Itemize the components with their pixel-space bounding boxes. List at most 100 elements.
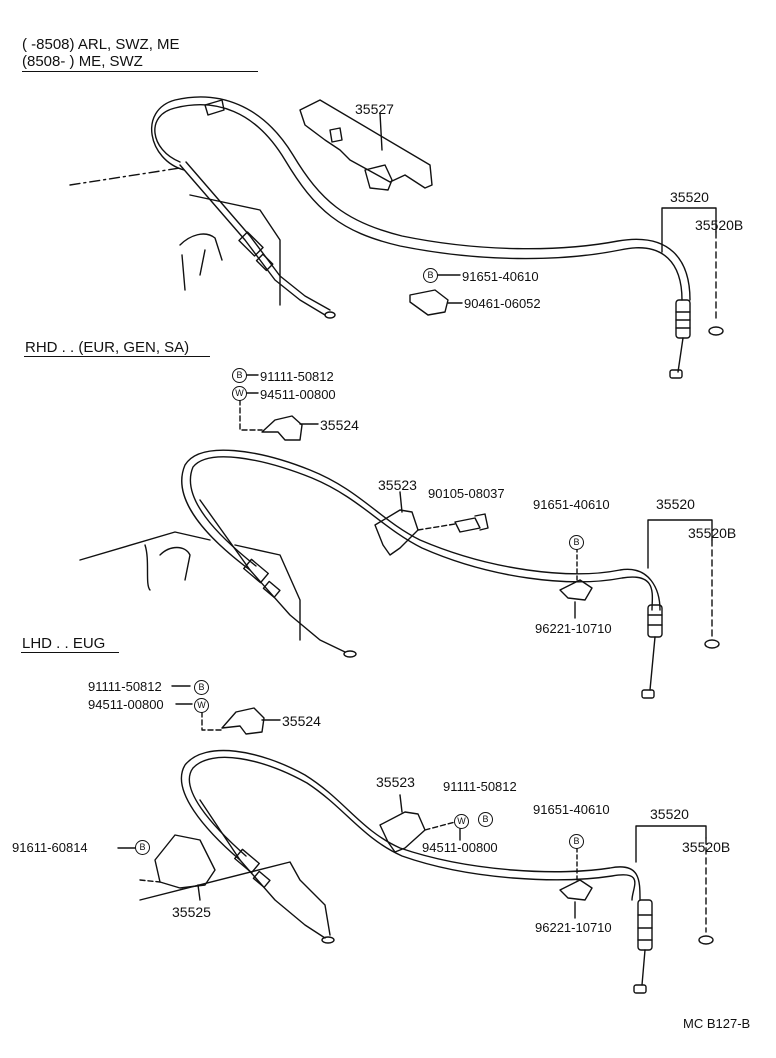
end-fitting-ribs-1 xyxy=(675,311,691,329)
adjuster-2 xyxy=(243,558,269,584)
header-line-2: (8508- ) ME, SWZ xyxy=(22,53,143,70)
end-clevis-2 xyxy=(641,689,655,699)
main-cable-1a xyxy=(154,104,683,301)
label-35520-1: 35520 xyxy=(670,189,709,205)
label-91651-1: 91651-40610 xyxy=(462,269,539,284)
main-cable-3b xyxy=(188,756,636,901)
section1-drawing xyxy=(69,96,724,379)
adjuster-3b xyxy=(252,870,271,889)
bolt-badge-3d: B xyxy=(135,840,150,855)
adjuster-3 xyxy=(234,848,260,874)
leader-bolt-3 xyxy=(201,711,223,731)
label-91111-2: 91111-50812 xyxy=(260,369,334,384)
bolt-dash-3 xyxy=(424,821,456,831)
leader-bolt-2 xyxy=(239,391,263,431)
label-35520b-3: 35520B xyxy=(682,839,731,855)
inner-wire-1b xyxy=(185,161,331,311)
clip-90461 xyxy=(409,289,449,316)
end-rod-3 xyxy=(641,949,646,986)
clip-96221-2 xyxy=(559,579,593,601)
main-cable-1b xyxy=(151,96,691,301)
adjuster-2b xyxy=(262,580,281,599)
bolt-badge-2: B xyxy=(232,368,247,383)
inner-wire-3 xyxy=(199,799,326,939)
bracket-35525-dash xyxy=(139,879,161,883)
inner-wire-1 xyxy=(179,164,326,316)
end-fitting-ribs-2 xyxy=(647,614,663,626)
section-rhd-title: RHD . . (EUR, GEN, SA) xyxy=(25,339,190,356)
bolt-badge-3b: B xyxy=(478,812,493,827)
bracket-35525 xyxy=(154,834,216,889)
label-91651-2: 91651-40610 xyxy=(533,497,610,512)
label-35520b-1: 35520B xyxy=(695,217,744,233)
leader-35520-2 xyxy=(647,519,713,569)
washer-badge-3b: W xyxy=(454,814,469,829)
end-clevis-3 xyxy=(633,984,647,994)
bracket-35527-hole xyxy=(329,127,343,143)
hand-lever-2 xyxy=(159,546,191,581)
body-outline-1b xyxy=(189,194,281,306)
label-35524-3: 35524 xyxy=(282,713,321,729)
bolt-badge-2b: B xyxy=(569,535,584,550)
body-outline-1 xyxy=(69,167,181,186)
leader-35523-2 xyxy=(399,491,403,513)
end-fitting-ribs-3 xyxy=(637,914,653,941)
label-96221-3: 96221-10710 xyxy=(535,920,612,935)
end-rod-2 xyxy=(649,636,656,691)
grommet-2 xyxy=(704,639,720,649)
section-lhd-title: LHD . . EUG xyxy=(22,635,106,652)
label-91111-3b: 91111-50812 xyxy=(443,779,517,794)
label-35523-3: 35523 xyxy=(376,774,415,790)
header-underline xyxy=(22,71,258,72)
adjuster-1b xyxy=(255,253,274,272)
bracket-35527 xyxy=(299,99,433,189)
label-35520b-2: 35520B xyxy=(688,525,737,541)
label-90105: 90105-08037 xyxy=(428,486,505,501)
main-cable-2a xyxy=(181,449,661,611)
body-outline-2b xyxy=(144,544,151,591)
wire-end-1 xyxy=(324,311,336,319)
clamp-35524-2 xyxy=(261,415,303,441)
label-96221-2: 96221-10710 xyxy=(535,621,612,636)
main-cable-3a xyxy=(180,749,641,901)
grommet-3 xyxy=(698,935,714,945)
label-35525: 35525 xyxy=(172,904,211,920)
label-90461: 90461-06052 xyxy=(464,296,541,311)
section-lhd-underline xyxy=(21,652,119,653)
wire-end-3 xyxy=(321,936,335,944)
washer-badge-2: W xyxy=(232,386,247,401)
washer-badge-3a: W xyxy=(194,698,209,713)
leader-35520-3 xyxy=(635,825,707,863)
sheath-1 xyxy=(204,99,225,116)
bolt-badge-3a: B xyxy=(194,680,209,695)
label-35520-2: 35520 xyxy=(656,496,695,512)
leader-35527 xyxy=(379,112,383,151)
bracket-35527-clip xyxy=(364,164,393,191)
label-35524-2: 35524 xyxy=(320,417,359,433)
label-91611: 91611-60814 xyxy=(12,840,88,855)
header-line-1: ( -8508) ARL, SWZ, ME xyxy=(22,36,180,53)
main-cable-2b xyxy=(189,456,654,611)
label-94511-3a: 94511-00800 xyxy=(88,697,164,712)
bracket-35523-3 xyxy=(379,811,426,853)
leader-35523-3 xyxy=(399,794,403,813)
label-91111-3a: 91111-50812 xyxy=(88,679,162,694)
wire-end-2 xyxy=(343,650,357,658)
label-35523-2: 35523 xyxy=(378,477,417,493)
hand-lever-1 xyxy=(179,233,223,291)
leader-35525 xyxy=(197,884,201,901)
body-outline-2 xyxy=(79,531,301,641)
label-94511-2: 94511-00800 xyxy=(260,387,336,402)
bolt-dash-2 xyxy=(417,523,456,531)
end-rod-1 xyxy=(677,337,684,373)
clip-96221-3 xyxy=(559,879,593,901)
leader-35520-1 xyxy=(661,207,717,253)
clamp-35524-3 xyxy=(221,707,265,735)
label-94511-3b: 94511-00800 xyxy=(422,840,498,855)
body-outline-3 xyxy=(139,861,331,936)
section3-drawing xyxy=(117,685,714,994)
label-35527: 35527 xyxy=(355,101,394,117)
inner-wire-2 xyxy=(199,499,346,653)
